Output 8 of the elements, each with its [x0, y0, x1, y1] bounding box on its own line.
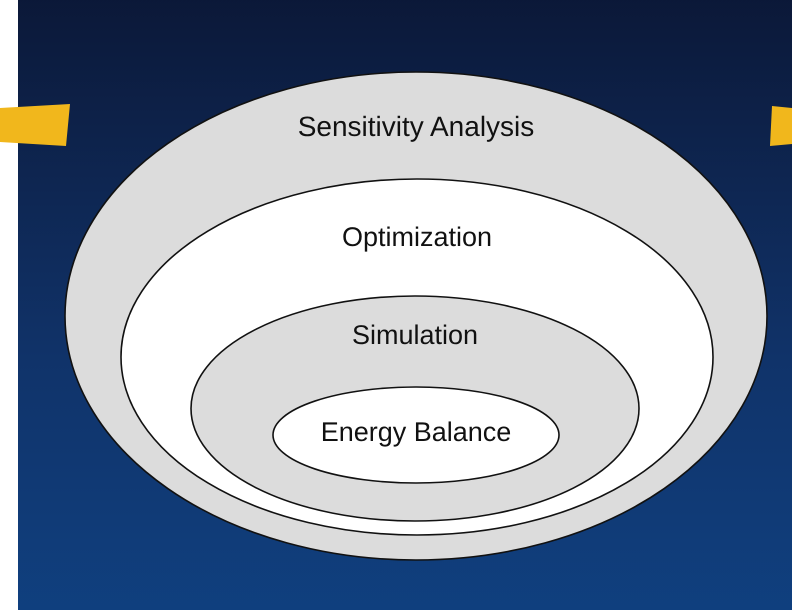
ellipse-region	[272, 386, 560, 484]
region-label: Energy Balance	[320, 417, 512, 448]
region-label: Simulation	[350, 320, 480, 351]
ellipse-region	[120, 178, 714, 536]
region-label: Sensitivity Analysis	[296, 111, 536, 143]
ellipse-region	[64, 71, 768, 561]
region-label: Optimization	[340, 222, 494, 253]
ellipse-region	[190, 295, 640, 522]
